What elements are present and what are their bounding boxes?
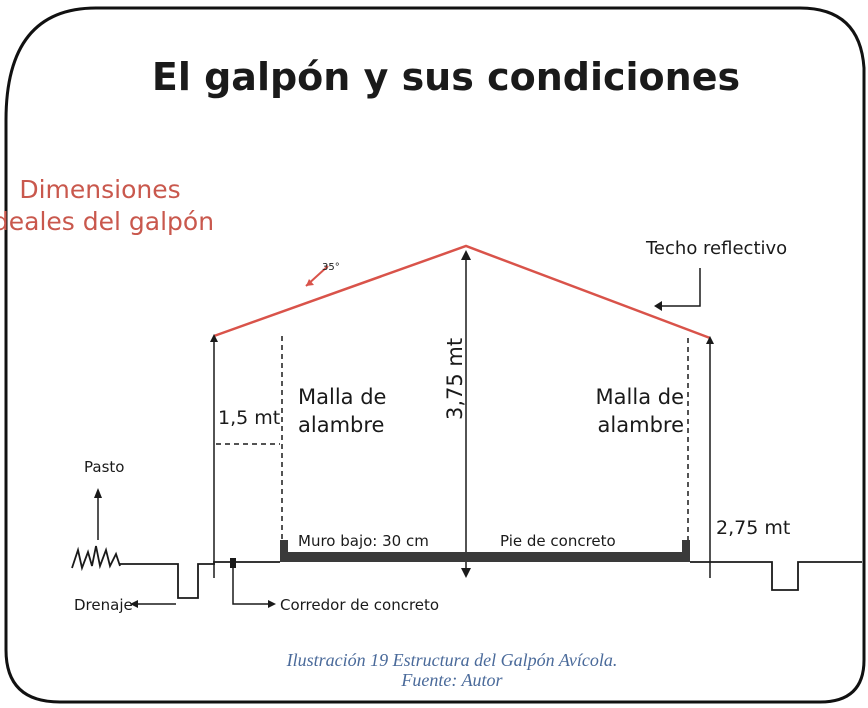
roof-label: Techo reflectivo [645, 238, 787, 259]
corridor-pointer [232, 568, 270, 605]
floor-slab [280, 552, 690, 562]
mesh-right-line1: Malla de [596, 385, 684, 409]
center-height-top-arrow [461, 250, 471, 260]
subtitle-line1: Dimensiones [19, 175, 180, 204]
drainage-pointer-head [130, 600, 138, 608]
center-height-bottom-arrow [461, 568, 471, 578]
grass-icon [71, 545, 121, 572]
corridor-pointer-head [268, 600, 276, 608]
ground-line-right [690, 561, 862, 591]
roof-line [213, 244, 711, 340]
low-wall-label: Muro bajo: 30 cm [298, 532, 429, 550]
mesh-right-line2: alambre [598, 413, 684, 437]
mesh-left-line2: alambre [298, 413, 384, 437]
corridor-marker [230, 558, 236, 568]
roof-pointer [660, 268, 701, 307]
angle-label: 35° [322, 262, 340, 273]
frame-border [4, 6, 866, 704]
ground-line [120, 561, 280, 599]
mesh-left-line1: Malla de [298, 385, 386, 409]
height-side-label: 2,75 mt [716, 517, 790, 539]
roof-pointer-head [654, 301, 662, 311]
angle-arrowhead [306, 279, 314, 286]
low-wall-right [682, 540, 690, 554]
height-center-label: 3,75 mt [443, 338, 467, 420]
diagram-title: El galpón y sus condiciones [152, 55, 740, 99]
subtitle-line2: ideales del galpón [0, 207, 214, 236]
low-wall-left [280, 540, 288, 554]
concrete-foot-label: Pie de concreto [500, 532, 616, 550]
wall-side-label: 1,5 mt [218, 407, 280, 429]
grass-pointer-head [94, 488, 102, 498]
right-post-arrowhead [706, 336, 714, 344]
drainage-label: Drenaje [74, 596, 133, 614]
corridor-label: Corredor de concreto [280, 596, 439, 614]
caption-line1: Ilustración 19 Estructura del Galpón Aví… [286, 650, 618, 670]
grass-label: Pasto [84, 458, 124, 476]
caption-line2: Fuente: Autor [400, 670, 503, 690]
left-post-arrowhead [210, 334, 218, 342]
